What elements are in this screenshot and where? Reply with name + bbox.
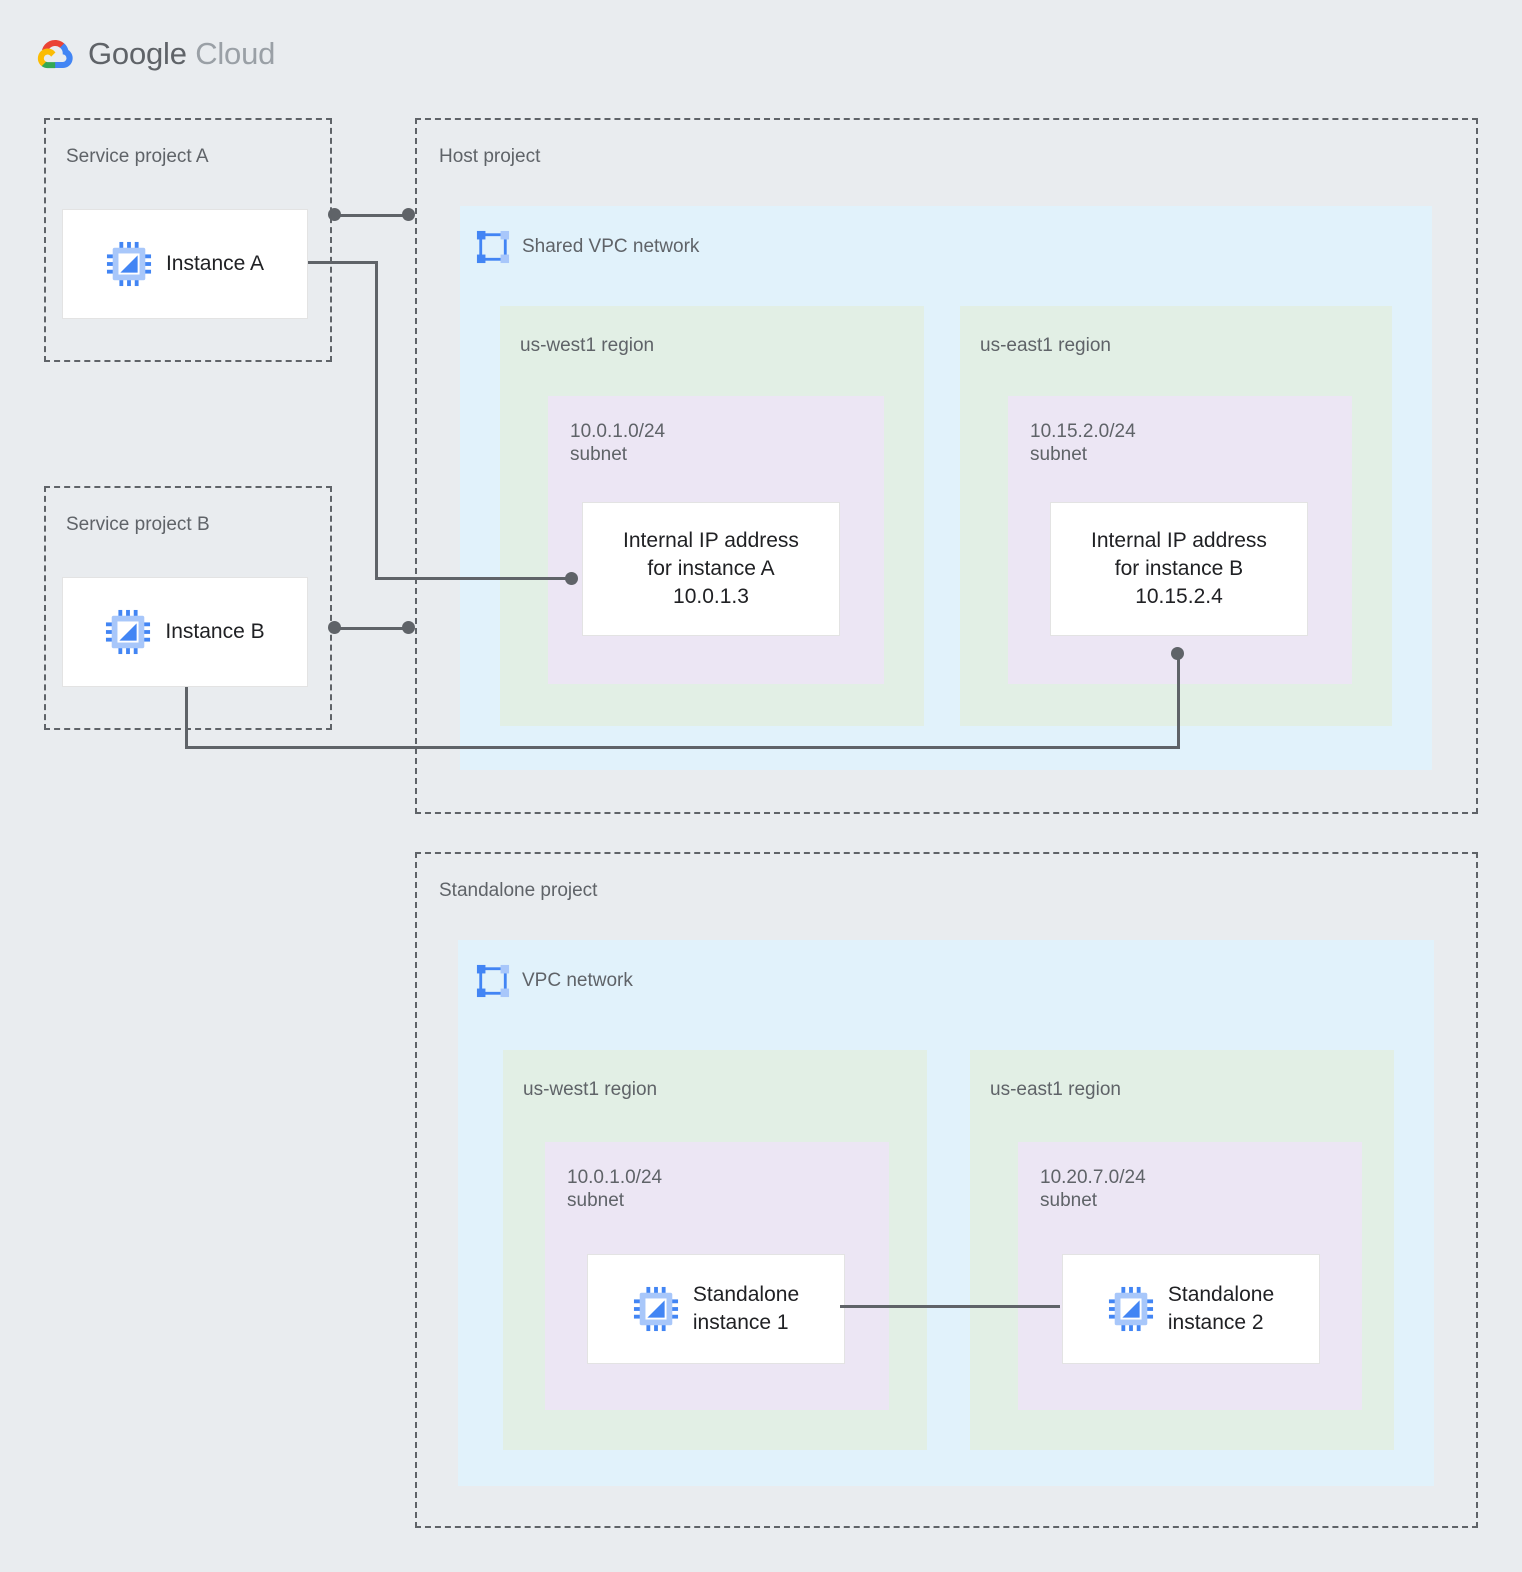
cpu-chip-icon [633,1286,679,1332]
host-subnet-10-0-1-0-24: 10.0.1.0/24 subnet Internal IP address f… [548,396,884,684]
standalone-region-us-east1: us-east1 region 10.20.7.0/24 subnet [970,1050,1394,1450]
internal-ip-instance-a-text: Internal IP address for instance A 10.0.… [623,529,799,608]
shared-vpc-network-header: Shared VPC network [476,230,699,264]
standalone-region-us-west1-label: us-west1 region [523,1079,658,1100]
host-subnet-us-west1-label: 10.0.1.0/24 subnet [570,421,666,466]
standalone-subnet-10-20-7-0-24: 10.20.7.0/24 subnet [1018,1142,1362,1410]
service-project-b-container: Service project B [44,486,332,730]
connector-dot [402,621,415,634]
instance-b-label: Instance B [165,620,265,644]
standalone-project-container: Standalone project [415,852,1478,1528]
host-region-us-west1-label: us-west1 region [520,335,655,356]
vpc-network-icon [476,964,510,998]
service-project-a-container: Service project A [44,118,332,362]
connector-dot [565,572,578,585]
vpc-network-icon [476,230,510,264]
connector-instance-b-ip-seg1 [185,687,188,749]
shared-vpc-network-label: Shared VPC network [522,236,700,258]
standalone-subnet-us-east1-label: 10.20.7.0/24 subnet [1040,1167,1146,1212]
connector-instance-a-ip-seg1 [308,261,378,264]
cpu-chip-icon [105,609,151,655]
connector-dot [402,208,415,221]
host-region-us-east1: us-east1 region 10.15.2.0/24 subnet Inte… [960,306,1392,726]
connector-standalone-1-to-2 [840,1305,1060,1308]
connector-instance-b-to-host-project [334,627,414,630]
internal-ip-instance-b-text: Internal IP address for instance B 10.15… [1091,529,1267,608]
vpc-network-header: VPC network [476,964,633,998]
instance-a-label: Instance A [165,252,265,276]
standalone-region-us-east1-label: us-east1 region [990,1079,1121,1100]
standalone-region-us-west1: us-west1 region 10.0.1.0/24 subnet [503,1050,927,1450]
standalone-instance-2-card[interactable]: Standalone instance 2 [1062,1254,1320,1364]
connector-instance-b-ip-seg3 [1177,653,1180,746]
connector-instance-a-ip-seg3 [375,577,575,580]
vpc-network-label: VPC network [522,970,633,992]
connector-instance-a-ip-seg2 [375,261,378,579]
service-project-a-label: Service project A [66,146,209,167]
standalone-instance-1-label: Standalone instance 1 [692,1283,800,1334]
service-project-b-label: Service project B [66,514,210,535]
brand-google: Google [88,36,187,71]
connector-dot [328,208,341,221]
connector-instance-a-to-host-project [334,214,414,217]
internal-ip-instance-a-card[interactable]: Internal IP address for instance A 10.0.… [582,502,840,636]
standalone-project-label: Standalone project [439,880,598,901]
google-cloud-logo-icon [34,37,76,71]
standalone-subnet-10-0-1-0-24: 10.0.1.0/24 subnet [545,1142,889,1410]
google-cloud-wordmark: Google Cloud [88,36,275,72]
host-project-label: Host project [439,146,541,167]
host-project-container: Host project [415,118,1478,814]
brand-cloud: Cloud [195,36,276,71]
vpc-network-box: VPC network us-west1 region 10.0.1.0/24 … [458,940,1434,1486]
host-subnet-10-15-2-0-24: 10.15.2.0/24 subnet Internal IP address … [1008,396,1352,684]
instance-b-card[interactable]: Instance B [62,577,308,687]
standalone-instance-1-card[interactable]: Standalone instance 1 [587,1254,845,1364]
cpu-chip-icon [106,241,152,287]
host-region-us-east1-label: us-east1 region [980,335,1111,356]
connector-dot [328,621,341,634]
standalone-subnet-us-west1-label: 10.0.1.0/24 subnet [567,1167,663,1212]
shared-vpc-network-box: Shared VPC network us-west1 region 10.0.… [460,206,1432,770]
host-subnet-us-east1-label: 10.15.2.0/24 subnet [1030,421,1136,466]
connector-dot [1171,647,1184,660]
internal-ip-instance-b-card[interactable]: Internal IP address for instance B 10.15… [1050,502,1308,636]
standalone-instance-2-label: Standalone instance 2 [1167,1283,1275,1334]
google-cloud-logo: Google Cloud [34,36,275,72]
instance-a-card[interactable]: Instance A [62,209,308,319]
cpu-chip-icon [1108,1286,1154,1332]
host-region-us-west1: us-west1 region 10.0.1.0/24 subnet Inter… [500,306,924,726]
connector-instance-b-ip-seg2 [185,746,1180,749]
